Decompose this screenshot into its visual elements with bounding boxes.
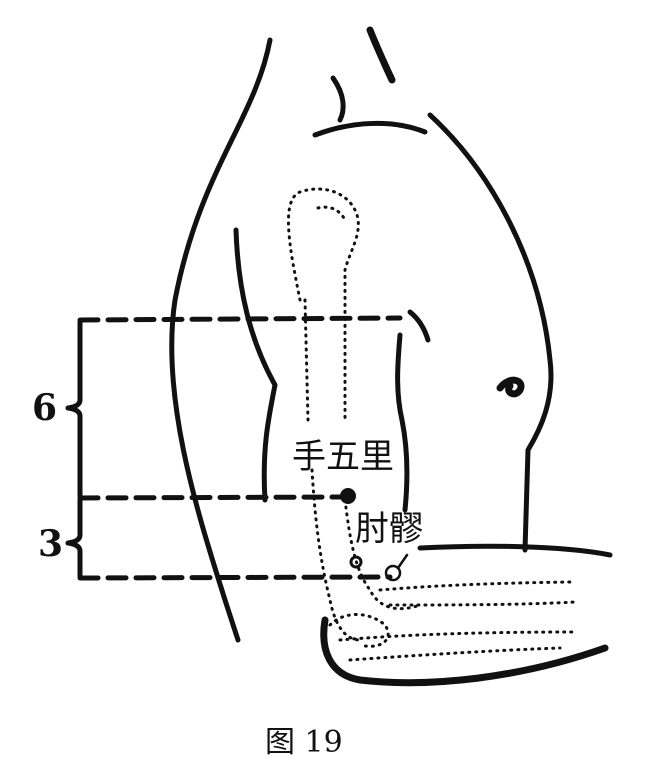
body-outline bbox=[172, 30, 610, 683]
ulna-bone bbox=[340, 632, 575, 640]
shouwuli-point bbox=[340, 488, 356, 504]
torso-inner-line bbox=[398, 335, 407, 510]
nipple-mark bbox=[500, 380, 521, 394]
skeleton-dotted bbox=[288, 189, 575, 660]
humerus-inner bbox=[318, 207, 345, 220]
span-upper-label: 6 bbox=[32, 387, 57, 429]
span-lower-label: 3 bbox=[38, 523, 63, 565]
upper-dashed-line bbox=[80, 318, 400, 320]
shouwuli-label: 手五里 bbox=[292, 437, 394, 477]
arm-inner-contour bbox=[236, 230, 275, 500]
forearm-bottom-edge bbox=[324, 620, 605, 683]
radius-bone bbox=[380, 582, 570, 590]
collarbone-stroke bbox=[315, 123, 425, 135]
figure-caption: 图 19 bbox=[265, 725, 343, 760]
lower-dashed-line bbox=[80, 577, 390, 578]
radius-bone-2 bbox=[390, 602, 575, 605]
forearm-top-edge bbox=[420, 546, 610, 555]
zhouliao-leader bbox=[398, 555, 407, 568]
brace-lower bbox=[68, 500, 80, 576]
humerus-head bbox=[288, 189, 358, 420]
elbow-joint bbox=[330, 614, 388, 646]
middle-dashed-line bbox=[80, 497, 345, 498]
zhouliao-label: 肘髎 bbox=[355, 509, 423, 549]
torso-contour bbox=[430, 115, 551, 550]
armpit-stroke bbox=[410, 312, 428, 340]
ulna-bone-2 bbox=[350, 648, 560, 660]
shoulder-stroke bbox=[333, 78, 343, 120]
neck-stroke bbox=[370, 30, 392, 80]
brace-upper bbox=[68, 322, 80, 496]
